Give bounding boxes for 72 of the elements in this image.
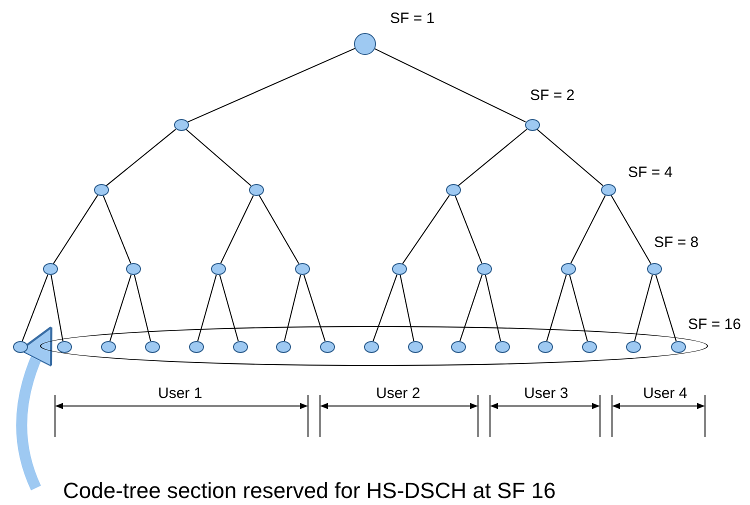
curved-arrow [16,326,53,490]
spreading-factor-label: SF = 2 [530,86,575,105]
code-node-circle [42,263,58,275]
tree-branch-line [284,274,302,342]
tree-branch-line [610,194,652,264]
tree-branch-line [102,195,132,264]
code-node-circle [294,263,310,275]
tree-branch-line [187,48,356,123]
code-node-circle [56,341,72,353]
code-node-circle [276,341,290,353]
spreading-factor-label: SF = 16 [688,315,741,334]
code-node-circle [626,341,640,353]
code-node-circle [188,341,204,353]
code-node-circle [446,184,460,196]
tree-branch-line [458,128,528,186]
tree-branch-line [109,274,132,342]
tree-branch-line [303,274,326,342]
tree-branch-line [220,195,254,264]
spreading-factor-label: SF = 4 [628,163,673,182]
spreading-factor-label: SF = 8 [654,233,699,252]
code-node-circle [354,33,376,55]
user-label: User 4 [643,384,688,403]
code-node-circle [670,341,686,353]
code-node-circle [320,341,334,353]
tree-branch-line [186,128,252,186]
tree-branch-line [484,274,502,342]
tree-branch-line [52,194,98,264]
tree-branch-line [634,274,653,342]
code-node-circle [210,263,226,275]
tree-branch-line [570,195,606,264]
code-node-circle [174,119,188,131]
user-label: User 2 [376,384,420,403]
spreading-factor-label: SF = 1 [390,9,435,28]
tree-branch-line [459,274,483,342]
user-label: User 1 [158,384,202,403]
tree-branch-line [197,274,217,342]
tree-branch-line [372,274,398,342]
code-node-circle [144,341,160,353]
code-node-circle [646,263,662,275]
code-node-circle [248,184,264,196]
tree-branch-line [536,128,604,186]
code-node-circle [100,341,116,353]
code-node-circle [408,341,422,353]
code-node-circle [560,263,576,275]
code-node-circle [600,184,616,196]
code-node-circle [126,263,140,275]
tree-branch-line [454,195,482,264]
caption-text: Code-tree section reserved for HS-DSCH at SF 16 [63,478,556,504]
code-node-circle [494,341,510,353]
tree-branch-line [374,48,526,122]
tree-branch-line [400,274,414,342]
tree-branch-line [22,274,48,342]
tree-branch-line [50,274,64,342]
code-node-circle [524,119,540,131]
tree-branch-line [655,274,677,342]
code-node-circle [392,263,406,275]
tree-branch-line [134,274,152,342]
code-node-circle [476,263,492,275]
code-node-circle [364,341,378,353]
tree-branch-line [106,128,176,186]
code-node-circle [450,341,466,353]
code-node-circle [582,341,596,353]
code-node-circle [12,341,28,353]
user-label: User 3 [524,384,568,403]
tree-branch-line [219,274,239,342]
tree-branch-line [569,274,588,342]
tree-branch-line [546,274,567,342]
tree-branch-line [402,194,450,264]
code-node-circle [232,341,248,353]
code-node-circle [538,341,552,353]
tree-branch-line [258,194,300,264]
code-node-circle [94,184,108,196]
